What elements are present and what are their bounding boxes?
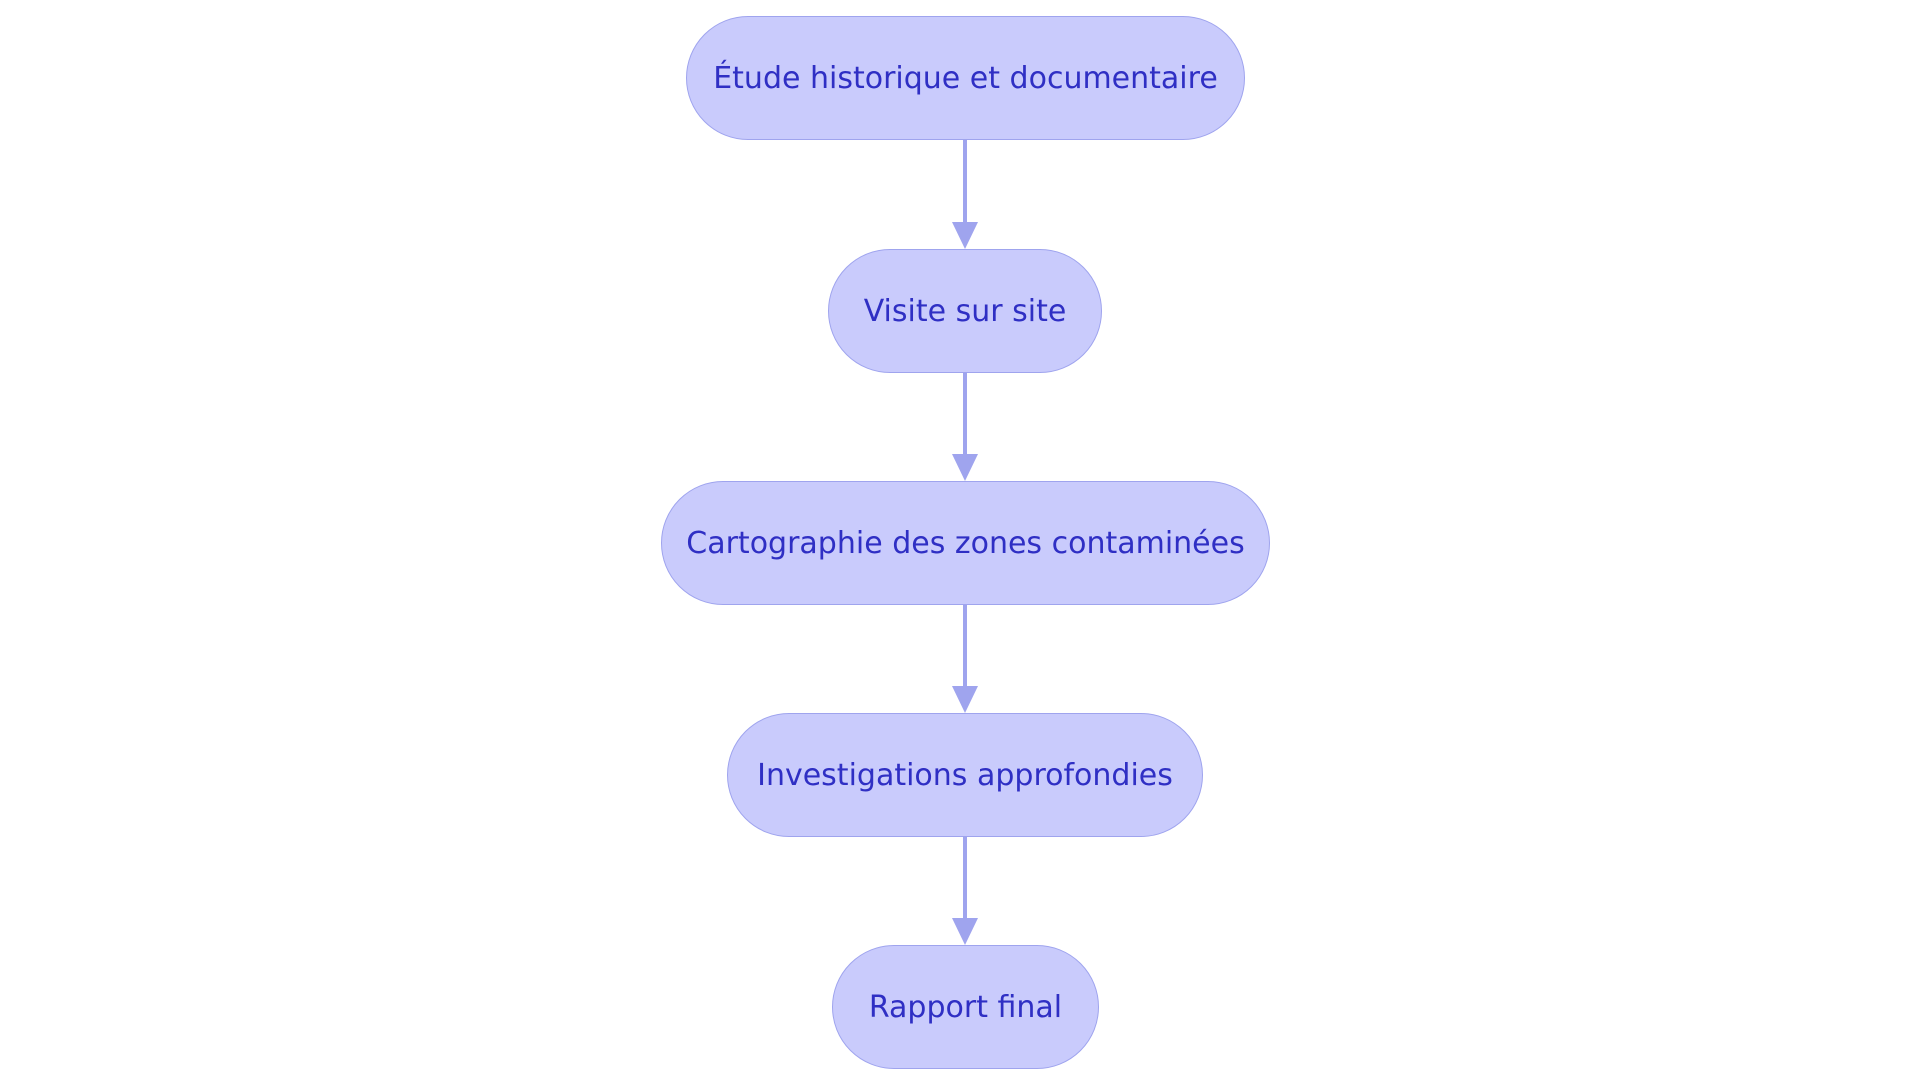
arrowhead-icon: [952, 918, 978, 945]
node-label: Étude historique et documentaire: [713, 60, 1218, 96]
node-investigations: Investigations approfondies: [727, 713, 1203, 837]
node-rapport-final: Rapport final: [832, 945, 1099, 1069]
edge-n1-n2: [952, 140, 978, 249]
node-label: Rapport final: [868, 989, 1063, 1025]
node-cartographie: Cartographie des zones contaminées: [661, 481, 1270, 605]
node-label: Visite sur site: [863, 293, 1067, 329]
edge-n2-n3: [952, 373, 978, 481]
edge-n3-n4: [952, 605, 978, 713]
arrowhead-icon: [952, 454, 978, 481]
node-label: Cartographie des zones contaminées: [686, 525, 1245, 561]
node-visite-sur-site: Visite sur site: [828, 249, 1102, 373]
arrowhead-icon: [952, 222, 978, 249]
node-etude-historique: Étude historique et documentaire: [686, 16, 1245, 140]
edge-n4-n5: [952, 837, 978, 945]
node-label: Investigations approfondies: [757, 757, 1173, 793]
arrowhead-icon: [952, 686, 978, 713]
